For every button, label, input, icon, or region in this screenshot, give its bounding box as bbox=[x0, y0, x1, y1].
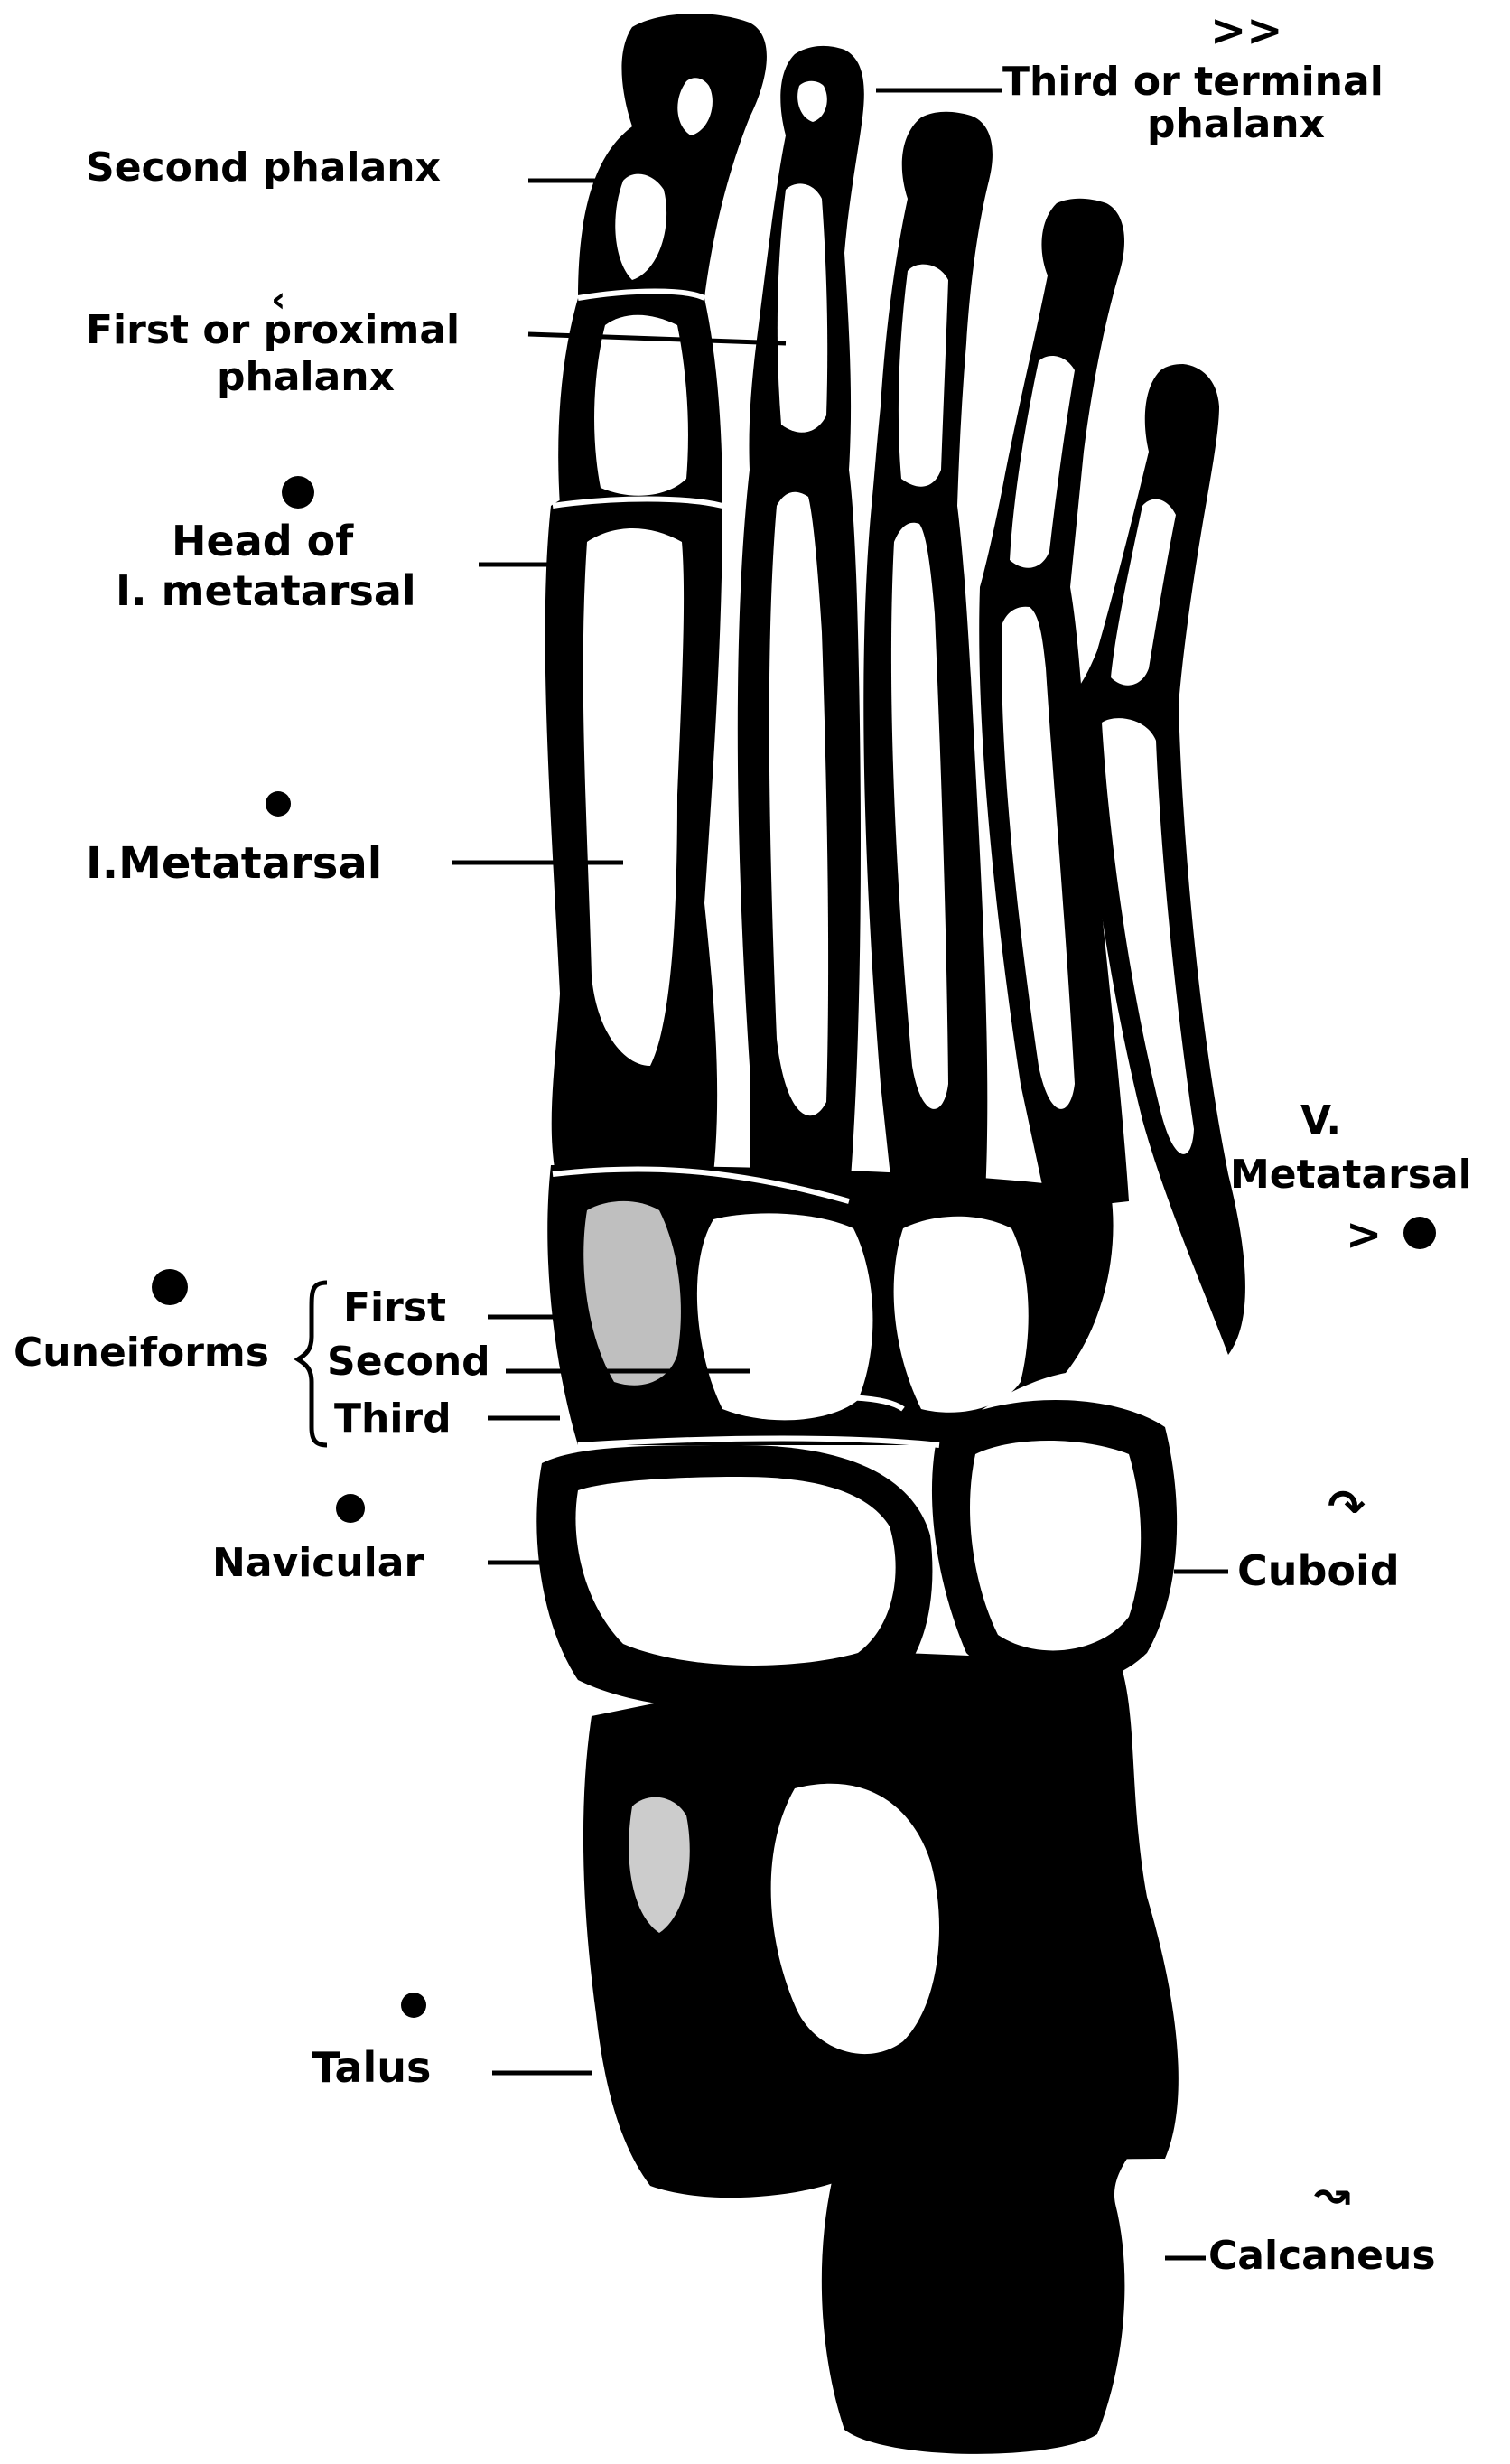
label-cuneiform-third: Third bbox=[334, 1395, 452, 1442]
dot-mark-fifth-metatarsal bbox=[1403, 1217, 1436, 1249]
label-cuneiform-second: Second bbox=[327, 1339, 490, 1385]
label-head-metatarsal-line2: I. metatarsal bbox=[116, 566, 416, 615]
cuneiforms-bracket bbox=[298, 1283, 327, 1445]
navicular-surface bbox=[575, 1477, 895, 1666]
label-first-metatarsal: I.Metatarsal bbox=[86, 838, 382, 889]
label-second-phalanx: Second phalanx bbox=[86, 145, 441, 191]
label-navicular: Navicular bbox=[212, 1540, 424, 1586]
first-toe-distal-phalanx bbox=[578, 14, 767, 298]
double-arrow-mark-top: >> bbox=[1210, 5, 1282, 56]
first-toe-proximal-surface bbox=[594, 315, 688, 496]
label-talus: Talus bbox=[312, 2043, 431, 2092]
dot-mark-talus bbox=[401, 1993, 426, 2018]
dot-mark-cuneiforms bbox=[152, 1269, 188, 1305]
arrow-mark-cuboid: ↷ bbox=[1328, 1480, 1366, 1533]
label-calcaneus: Calcaneus bbox=[1208, 2233, 1436, 2279]
arrow-mark-calcaneus: ↝ bbox=[1314, 2169, 1350, 2219]
first-metatarsal-shaft bbox=[583, 528, 684, 1066]
label-cuneiform-first: First bbox=[343, 1284, 446, 1330]
label-third-phalanx-line1: Third or terminal bbox=[1002, 59, 1384, 105]
foot-bones-illustration bbox=[536, 14, 1245, 2454]
dot-mark-head-metatarsal bbox=[282, 476, 314, 509]
cuboid-surface bbox=[970, 1441, 1141, 1650]
dot-mark-navicular bbox=[336, 1494, 365, 1523]
label-first-phalanx-line2: phalanx bbox=[217, 354, 395, 400]
label-cuboid: Cuboid bbox=[1237, 1546, 1400, 1595]
label-third-phalanx-line2: phalanx bbox=[1147, 101, 1325, 147]
label-fifth-metatarsal-line2: Metatarsal bbox=[1230, 1152, 1472, 1198]
second-toe-phalanx-surface bbox=[778, 183, 827, 432]
arrow-mark-fifth-metatarsal: > bbox=[1346, 1209, 1382, 1260]
label-head-metatarsal-line1: Head of bbox=[172, 517, 354, 565]
label-fifth-metatarsal-line1: V. bbox=[1300, 1097, 1341, 1143]
label-first-phalanx-line1: First or proximal bbox=[86, 307, 460, 353]
cuneiform-third-surface bbox=[894, 1217, 1029, 1413]
cuneiform-second-surface bbox=[697, 1213, 873, 1420]
third-toe-phalanx-surface bbox=[899, 265, 948, 487]
dot-mark-first-metatarsal bbox=[266, 791, 291, 817]
label-cuneiforms: Cuneiforms bbox=[14, 1330, 269, 1376]
